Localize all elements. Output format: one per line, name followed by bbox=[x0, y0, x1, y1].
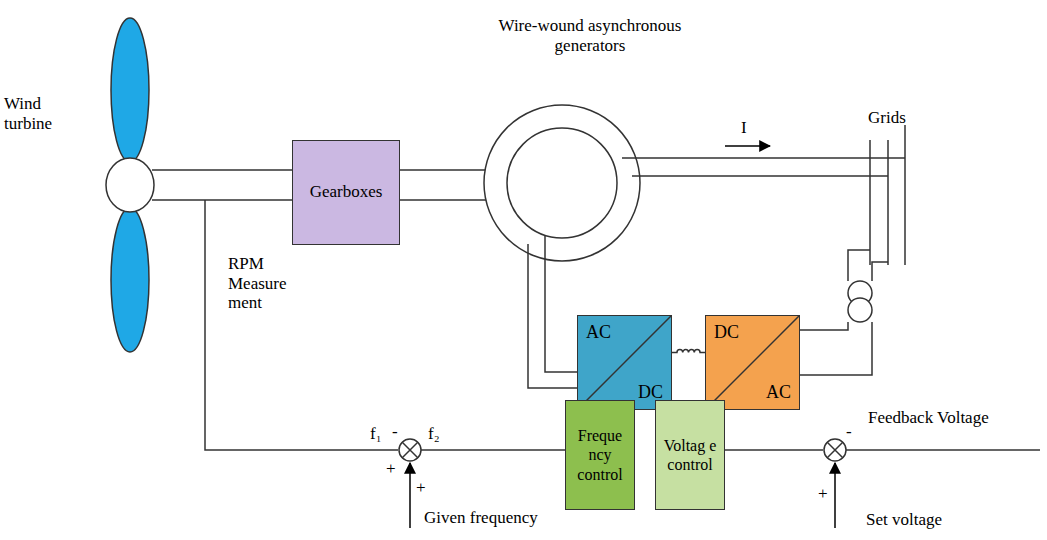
diagram-label: Wire-wound asynchronous generators bbox=[470, 16, 710, 55]
diagram-label: + bbox=[818, 484, 832, 504]
diagram-label: + bbox=[386, 459, 400, 479]
converter-label: AC bbox=[586, 322, 611, 343]
box-label: Gearboxes bbox=[310, 182, 383, 202]
summer-output bbox=[725, 449, 823, 451]
diagram-label: RPM Measure ment bbox=[228, 254, 300, 313]
grid-bus bbox=[870, 125, 905, 265]
generator-rotor bbox=[507, 128, 617, 238]
converter-box: ACDC bbox=[577, 315, 672, 410]
diagram-label: + bbox=[416, 478, 430, 498]
converter-label: DC bbox=[714, 322, 739, 343]
box-label: Freque ncy control bbox=[571, 426, 629, 484]
diagram-label: Set voltage bbox=[866, 510, 1016, 530]
summer-output bbox=[421, 449, 565, 451]
turbine-blade bbox=[111, 18, 149, 162]
transformer-wire bbox=[800, 250, 888, 375]
diagram-label: Feedback Voltage bbox=[868, 408, 1043, 428]
stator-wire bbox=[622, 158, 905, 176]
summing-junction bbox=[399, 439, 421, 461]
summing-cross bbox=[827, 442, 843, 458]
summing-cross bbox=[402, 442, 418, 458]
control-box: Gearboxes bbox=[292, 140, 400, 245]
box-label: Voltag e control bbox=[661, 436, 719, 474]
rotor-wire bbox=[528, 236, 577, 388]
converter-box: DC AC bbox=[705, 315, 800, 410]
control-box: Freque ncy control bbox=[565, 400, 635, 510]
diagram-label: Given frequency bbox=[424, 508, 584, 528]
feedback-line bbox=[846, 449, 1040, 451]
set-voltage-arrow bbox=[834, 463, 836, 528]
diagram-label: - bbox=[392, 422, 406, 442]
turbine-blade bbox=[111, 208, 149, 352]
diagram-label: Wind turbine bbox=[4, 94, 76, 133]
given-frequency-arrow bbox=[409, 463, 411, 528]
current-arrow bbox=[725, 145, 770, 147]
control-box: Voltag e control bbox=[655, 400, 725, 510]
diagram-label: f₂ bbox=[428, 424, 458, 444]
dc-link bbox=[672, 350, 705, 353]
generator-stator bbox=[484, 105, 640, 261]
transformer-winding bbox=[848, 298, 872, 322]
diagram-label: - bbox=[846, 422, 860, 442]
converter-label: AC bbox=[766, 382, 791, 403]
turbine-hub bbox=[106, 158, 154, 212]
diagram-label: I bbox=[741, 118, 761, 138]
diagram-label: Grids bbox=[868, 108, 938, 128]
shaft bbox=[152, 170, 292, 200]
summing-junction bbox=[824, 439, 846, 461]
